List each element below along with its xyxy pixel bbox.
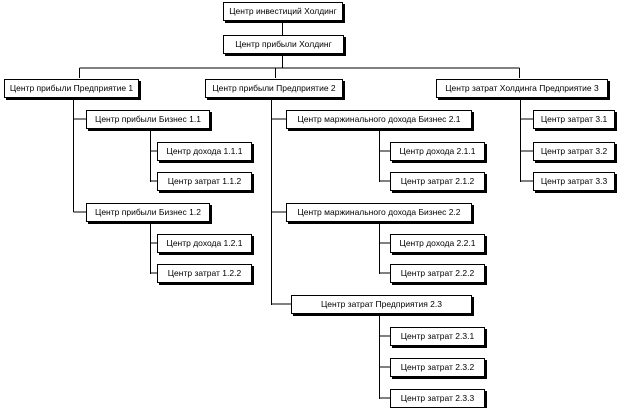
node-cost-center-1-1-2: Центр затрат 1.1.2 [157,172,252,191]
node-revenue-center-1-2-1: Центр дохода 1.2.1 [157,234,252,253]
node-cost-center-2-3-2: Центр затрат 2.3.2 [390,358,485,377]
node-profit-center-holding: Центр прибыли Холдинг [223,35,344,54]
node-margin-center-business-2-2: Центр маржинального дохода Бизнес 2.2 [286,203,472,222]
node-cost-center-3-1: Центр затрат 3.1 [533,110,615,129]
node-cost-center-1-2-2: Центр затрат 1.2.2 [157,264,252,283]
node-profit-center-business-1-1: Центр прибыли Бизнес 1.1 [86,110,210,129]
node-revenue-center-2-2-1: Центр дохода 2.2.1 [390,234,485,253]
node-cost-center-enterprise-3: Центр затрат Холдинга Предприятие 3 [436,79,608,98]
node-revenue-center-2-1-1: Центр дохода 2.1.1 [390,142,485,161]
node-cost-center-3-2: Центр затрат 3.2 [533,142,615,161]
node-investment-center: Центр инвестиций Холдинг [223,2,343,21]
node-cost-center-enterprise-2-3: Центр затрат Предприятия 2.3 [291,295,472,314]
node-profit-center-enterprise-2: Центр прибыли Предприятие 2 [205,79,343,98]
node-revenue-center-1-1-1: Центр дохода 1.1.1 [157,142,252,161]
node-margin-center-business-2-1: Центр маржинального дохода Бизнес 2.1 [286,110,472,129]
node-cost-center-2-2-2: Центр затрат 2.2.2 [390,264,485,283]
node-profit-center-business-1-2: Центр прибыли Бизнес 1.2 [86,203,210,222]
node-profit-center-enterprise-1: Центр прибыли Предприятие 1 [4,79,139,98]
node-cost-center-3-3: Центр затрат 3.3 [533,172,615,191]
node-cost-center-2-3-1: Центр затрат 2.3.1 [390,327,485,346]
node-cost-center-2-3-3: Центр затрат 2.3.3 [390,389,485,408]
node-cost-center-2-1-2: Центр затрат 2.1.2 [390,172,485,191]
